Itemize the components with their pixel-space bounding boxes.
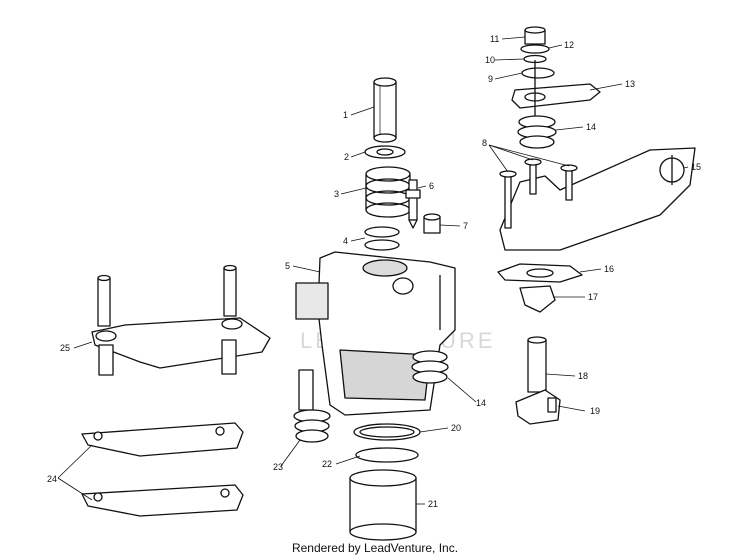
callout-13: 13 bbox=[625, 79, 635, 89]
part-11-nut bbox=[524, 26, 546, 45]
part-12-washer bbox=[520, 44, 550, 54]
callout-labels: 1 2 3 4 5 6 7 8 9 10 11 12 13 14 14 15 1… bbox=[47, 34, 701, 509]
callout-10: 10 bbox=[485, 55, 495, 65]
callout-14-lower: 14 bbox=[476, 398, 486, 408]
callout-6: 6 bbox=[429, 181, 434, 191]
part-7-cap bbox=[423, 213, 441, 234]
callout-8: 8 bbox=[482, 138, 487, 148]
callout-17: 17 bbox=[588, 292, 598, 302]
callout-25: 25 bbox=[60, 343, 70, 353]
part-1-pin bbox=[373, 77, 397, 143]
callout-4: 4 bbox=[343, 236, 348, 246]
callout-12: 12 bbox=[564, 40, 574, 50]
part-8-screws bbox=[499, 158, 578, 229]
part-3-spring bbox=[365, 166, 411, 218]
leader-lines bbox=[57, 36, 689, 505]
callout-11: 11 bbox=[490, 34, 499, 44]
footer-credit: Rendered by LeadVenture, Inc. bbox=[291, 541, 459, 555]
callout-20: 20 bbox=[451, 423, 461, 433]
callout-23: 23 bbox=[273, 462, 283, 472]
part-2-washer bbox=[364, 145, 406, 159]
part-13-arm bbox=[511, 60, 601, 120]
part-6-bleeder-screw bbox=[405, 179, 421, 229]
part-14-boot-lower bbox=[411, 350, 449, 384]
part-4-o-ring bbox=[364, 226, 400, 251]
part-21-piston bbox=[349, 469, 417, 541]
part-16-gasket bbox=[497, 263, 583, 283]
callout-3: 3 bbox=[334, 189, 339, 199]
part-17-cam bbox=[519, 285, 556, 313]
part-18-shaft bbox=[527, 336, 547, 393]
part-14-boot-upper bbox=[517, 115, 557, 149]
callout-1: 1 bbox=[343, 110, 348, 120]
callout-16: 16 bbox=[604, 264, 614, 274]
callout-18: 18 bbox=[578, 371, 588, 381]
part-23-boot bbox=[293, 369, 331, 443]
callout-15: 15 bbox=[691, 162, 701, 172]
callout-19: 19 bbox=[590, 406, 600, 416]
callout-5: 5 bbox=[285, 261, 290, 271]
callout-21: 21 bbox=[428, 499, 438, 509]
callout-7: 7 bbox=[463, 221, 468, 231]
part-24-brake-pads bbox=[81, 422, 244, 517]
part-20-seal bbox=[353, 423, 421, 441]
callout-22: 22 bbox=[322, 459, 332, 469]
callout-24: 24 bbox=[47, 474, 57, 484]
callout-9: 9 bbox=[488, 74, 493, 84]
part-22-ring bbox=[355, 447, 419, 463]
callout-14-upper: 14 bbox=[586, 122, 596, 132]
callout-2: 2 bbox=[344, 152, 349, 162]
part-15-lever bbox=[499, 147, 696, 251]
part-25-bracket bbox=[91, 264, 271, 376]
part-19-cam-lever bbox=[515, 389, 561, 425]
part-9-washer bbox=[521, 67, 555, 79]
